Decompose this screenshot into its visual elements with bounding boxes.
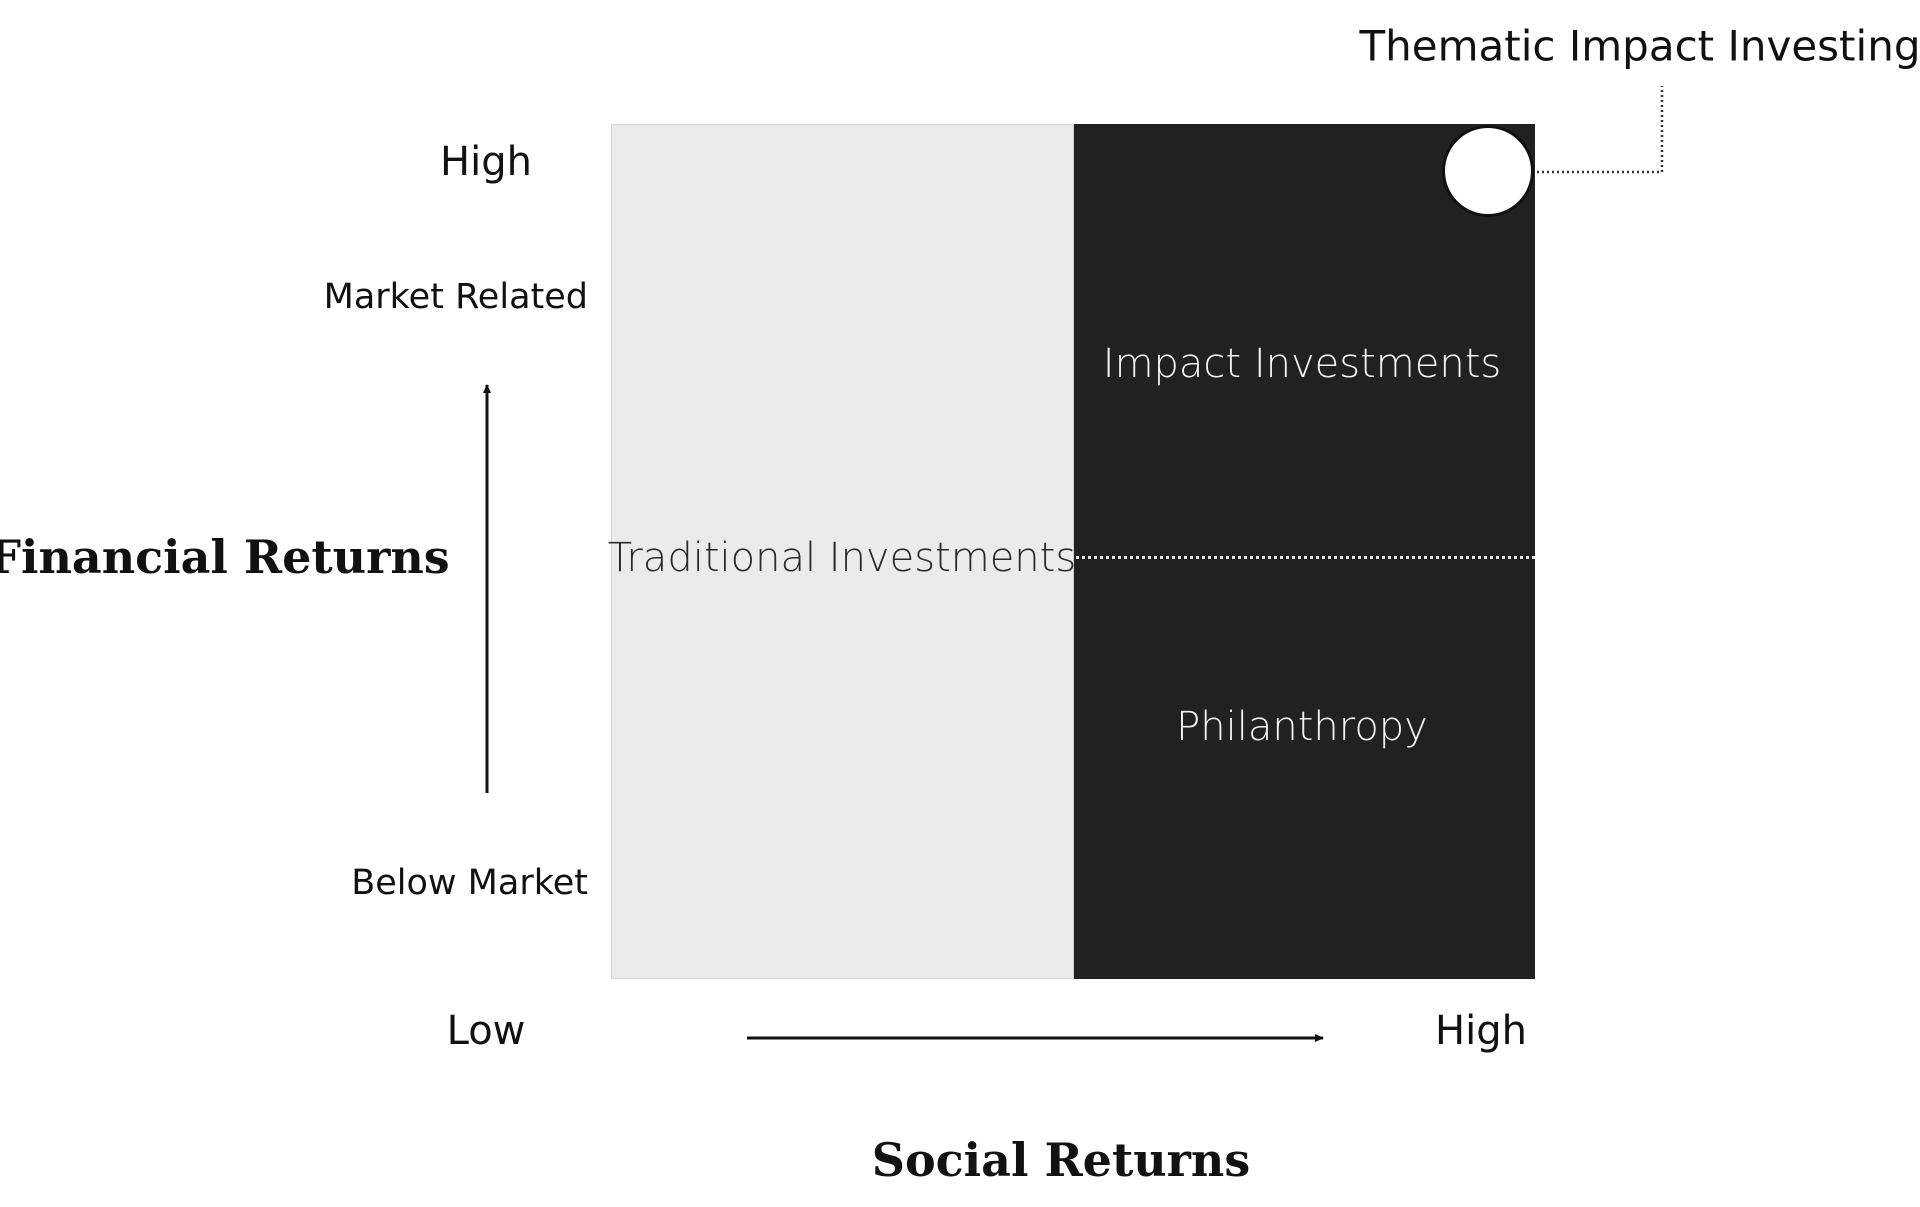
traditional-investments-label: Traditional Investments [607, 535, 1077, 581]
callout-connector-line [1537, 86, 1664, 174]
impact-investments-label: Impact Investments [1102, 341, 1502, 387]
impact-philanthropy-region [1074, 124, 1535, 979]
y-axis-high-label: High [440, 139, 532, 185]
y-axis-title: Financial Returns [0, 530, 450, 584]
thematic-impact-marker [1442, 125, 1534, 217]
x-axis-title: Social Returns [871, 1133, 1251, 1187]
impact-philanthropy-divider [1076, 556, 1535, 559]
thematic-impact-investing-label: Thematic Impact Investing [1359, 21, 1920, 71]
x-axis-high-label: High [1435, 1008, 1527, 1054]
traditional-investments-region [611, 124, 1074, 979]
philanthropy-label: Philanthropy [1176, 704, 1428, 750]
x-axis-low-label: Low [446, 1008, 526, 1054]
y-axis-market-related-label: Market Related [323, 277, 588, 317]
y-axis-below-market-label: Below Market [351, 863, 588, 903]
